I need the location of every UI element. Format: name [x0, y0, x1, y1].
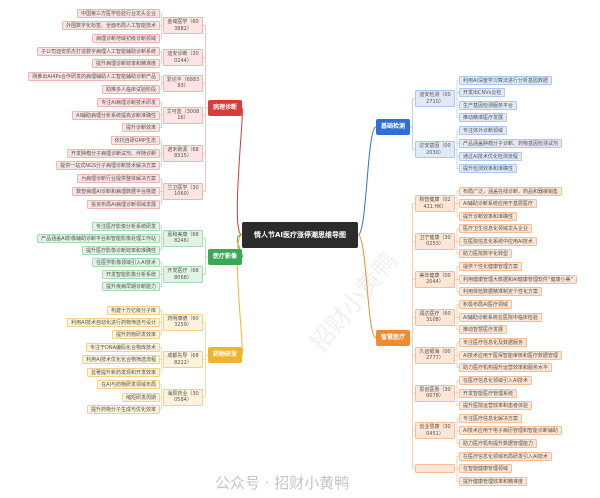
connector: [357, 126, 377, 236]
leaf-node: 专注体外诊断领域: [459, 126, 508, 136]
branch-4: 基础检测: [376, 119, 411, 135]
company-node: 诺禾致源（688315）: [163, 144, 203, 162]
company-node: 润达医疗（603108）: [415, 308, 455, 326]
company-node: 思创医惠（300078）: [415, 384, 455, 402]
leaf-node: 利用AI技术自动化进行药物筛选与设计: [67, 317, 160, 327]
leaf-node: 专注医疗信息化及数据服务: [459, 338, 528, 348]
leaf-node: 提升疾病早期诊断能力: [101, 282, 160, 291]
leaf-node: 提升药物研发效率: [111, 330, 160, 340]
leaf-node: 提升医院运营效率和患者体验: [459, 401, 533, 410]
company-node: 迪安检测（002710）: [415, 90, 455, 108]
leaf-node: 利用AI深度学习算法进行分析基因数据: [459, 75, 552, 85]
branch-3: 药物研发: [208, 347, 243, 363]
leaf-node: 提升诊断效率和准确性: [459, 211, 518, 221]
connector: [357, 234, 377, 339]
leaf-node: 推动精准医疗发展: [459, 113, 508, 123]
company-node: 爱论平（688393）: [163, 74, 203, 92]
company-node: 卫宁健康（300253）: [415, 232, 455, 250]
leaf-node: 专注AI病理诊断技术研发: [97, 97, 160, 107]
branch-5: 智慧医疗: [376, 330, 411, 346]
leaf-node: 通过AI技术优化检测流程: [459, 151, 522, 161]
watermark: 公众号 · 招财小黄鸭: [215, 474, 350, 492]
leaf-node: 为病理诊断行业提供整体解决方案: [76, 174, 160, 184]
leaf-node: 投资布局AI病理诊断领域发展: [87, 199, 160, 209]
company-node: 嘉和美康（688246）: [163, 229, 203, 247]
leaf-node: AI辅助病理分析系统提高诊断准确性: [72, 110, 160, 120]
company-node: 金域医学（603882）: [163, 17, 203, 35]
leaf-node: 在医院信息化系统中应用AI技术: [459, 236, 537, 246]
leaf-node: 开发智能影像分析系统: [101, 270, 160, 279]
leaf-node: 开发智能医疗管理系统: [459, 388, 518, 398]
company-node: 艾可蓝（300816）: [163, 106, 203, 124]
leaf-node: 专注于DNA编码化合物库技术: [85, 342, 160, 352]
company-node: 开发医疗（688068）: [163, 266, 203, 283]
leaf-node: 缩短研发周期: [121, 392, 160, 402]
company-node: 久远银海（002777）: [415, 346, 455, 364]
leaf-node: 产品涵盖AI影像辅助诊断平台和智能影像处理工作站: [37, 233, 160, 243]
leaf-node: 生产基因检测服务平台: [459, 100, 518, 110]
leaf-node: 开发肿瘤分子病理诊断试剂、伴随诊断: [66, 148, 160, 158]
company-node: 兰卫医学（301060）: [163, 182, 203, 200]
leaf-node: 在医疗信息化领域引入AI技术: [459, 376, 532, 385]
leaf-node: 提供一站式NGS分子病理诊断技术解决方案: [56, 161, 160, 171]
leaf-node: 提升诊断效率: [121, 123, 160, 133]
leaf-node: AI辅助诊断系统在医院中临床检验: [459, 312, 542, 322]
leaf-node: 利用体检数据精准制定个性化方案: [459, 287, 543, 297]
leaf-node: 中国第三方医学检验行业龙头企业: [76, 8, 160, 18]
leaf-node: 助推多人临床试验阶段: [101, 84, 160, 94]
company-node: 迪安诊断（300244）: [163, 49, 203, 66]
leaf-node: 专注医疗信息化解决方案: [459, 413, 523, 423]
leaf-node: 产品涵盖肿瘤分子诊断、药物基因检测试剂: [459, 139, 563, 148]
leaf-node: 外围数字化标签、全面布局人工智能技术: [61, 21, 160, 31]
leaf-node: 医疗卫生信息化领域龙头企业: [459, 224, 533, 234]
leaf-node: 助力医疗机构提升运营效率和服务水平: [459, 363, 553, 373]
leaf-node: 在医疗信息化领域布局研发引入AI技术: [459, 451, 552, 461]
connector: [236, 107, 243, 236]
branch-2: 医疗影像: [208, 249, 243, 265]
leaf-node: 提升检测效率和准确性: [459, 164, 518, 174]
leaf-node: 提升病理诊断效率和精准度: [91, 59, 160, 69]
branch-1: 病理诊断: [208, 100, 243, 116]
leaf-node: 利用AI技术优化化合物筛选流程: [82, 355, 160, 365]
leaf-node: 显著提升新药发现和开发效率: [86, 367, 160, 377]
company-node: 药明康德（603259）: [163, 313, 203, 331]
leaf-node: 利用健康管理大数据和AI健康管理软件“健康小美”: [459, 274, 578, 284]
company-node: 美年健康（002044）: [415, 270, 455, 288]
leaf-node: 开发出CNVs云检: [459, 88, 506, 98]
company-node: 海辰药业（300584）: [163, 388, 203, 406]
leaf-node: 助力医疗机构提升数据管理能力: [459, 438, 538, 448]
company-node: 成都先导（688222）: [163, 351, 203, 369]
leaf-node: 病理诊断地域初级诊断领域: [91, 33, 160, 43]
leaf-node: 提升健康管理效率和精准度: [459, 476, 528, 486]
leaf-node: 提升医疗影像诊断效率和准确性: [81, 245, 160, 255]
leaf-node: 助力医院数字化转型: [459, 249, 513, 259]
leaf-node: AI技术应用于医保智能审核和医疗数据管理: [459, 350, 562, 360]
connector: [236, 234, 243, 356]
leaf-node: 提供个性化健康管理方案: [459, 262, 523, 272]
leaf-node: 构建十万亿级分子库: [106, 305, 160, 315]
leaf-node: 布局广泛，涵盖在线诊断、药品和器械销售: [459, 186, 563, 196]
leaf-node: 子公司迪安凯杰打造数字病理人工智能辅助诊断系统: [36, 46, 160, 56]
company-node: 新智健康（02411.HK）: [415, 195, 455, 212]
leaf-node: 推动智慧医疗发展: [459, 325, 508, 335]
leaf-node: 数智病理AI诊断和病理数据平台搭建: [72, 186, 160, 196]
company-node: 创业慧康（300451）: [415, 422, 455, 440]
leaf-node: 积极布局AI医疗领域: [459, 300, 512, 310]
leaf-node: 在医学影像领域引入AI技术: [92, 258, 160, 267]
leaf-node: 在智能健康管理领域: [459, 464, 513, 474]
leaf-node: 专注医疗影像分析系统研发: [91, 221, 160, 231]
leaf-node: 刚推出AI4Ps合作研发的病理辅助人工智能辅助诊断产品: [28, 72, 160, 82]
central-topic: 情人节AI医疗涨停潮思维导图: [242, 222, 358, 248]
leaf-node: 依托自研GMP生态: [110, 136, 160, 146]
company-node: [415, 464, 455, 474]
leaf-node: AI技术应用于电子病历管理和智能诊断辅助: [459, 426, 562, 436]
leaf-node: AI辅助诊断系统应用于基层医疗: [459, 199, 537, 208]
connector: [236, 234, 243, 258]
leaf-node: 提升药物分子生成与优化效率: [86, 404, 160, 414]
company-node: 达安基因（002030）: [415, 141, 455, 159]
leaf-node: 在AI与药物研发领域布局: [97, 380, 160, 390]
